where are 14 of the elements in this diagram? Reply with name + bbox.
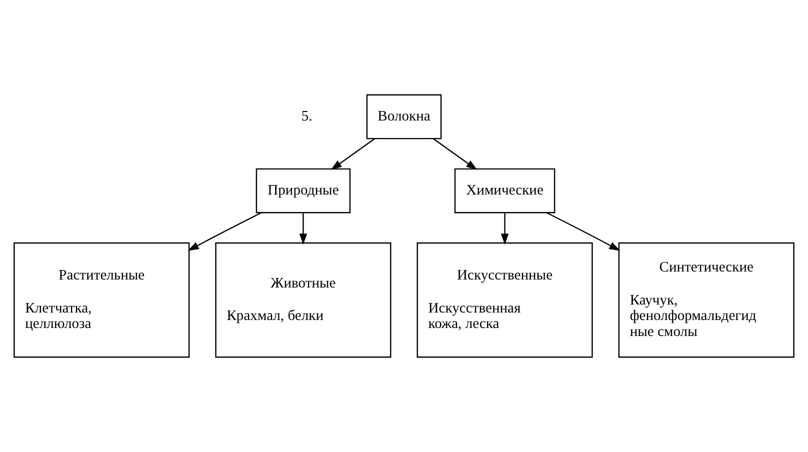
node-box: Волокна <box>366 94 442 140</box>
node-box: Искусственные Искусственная кожа, леска <box>416 242 593 358</box>
label: 5. <box>301 108 312 124</box>
node-box: Синтетические Каучук, фенолформальдегид ные смолы <box>618 242 794 358</box>
arrow <box>188 212 262 251</box>
arrow <box>500 213 509 245</box>
arrow <box>299 213 308 245</box>
node-box: Природные <box>256 168 351 214</box>
arrow <box>432 138 478 170</box>
arrow <box>546 212 620 251</box>
node-box: Растительные Клетчатка, целлюлоза <box>14 242 190 358</box>
arrow <box>330 138 376 170</box>
node-box: Химические <box>454 168 556 214</box>
node-box: Животные Крахмал, белки <box>215 242 392 358</box>
